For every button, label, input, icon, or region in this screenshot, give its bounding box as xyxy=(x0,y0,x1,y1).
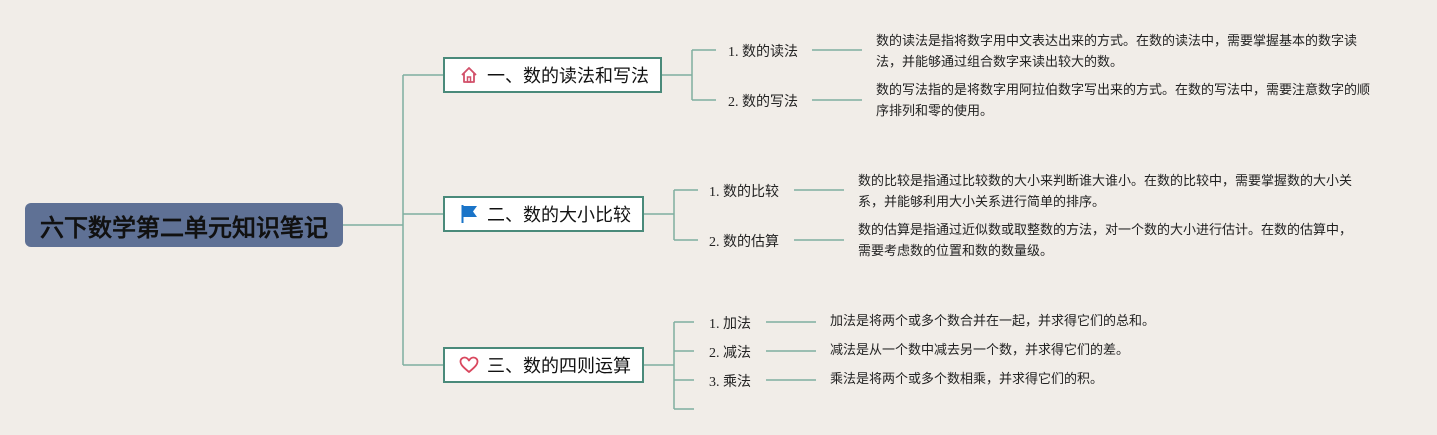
flag-icon xyxy=(459,204,483,224)
desc-multiplication: 乘法是将两个或多个数相乘，并求得它们的积。 xyxy=(830,372,1104,387)
desc-reading: 数的读法是指将数字用中文表达出来的方式。在数的读法中，需要掌握基本的数字读法，并… xyxy=(876,34,1358,70)
subtopic-writing[interactable]: 2. 数的写法 xyxy=(728,95,798,110)
subtopic-compare[interactable]: 1. 数的比较 xyxy=(709,185,779,200)
subtopic-reading[interactable]: 1. 数的读法 xyxy=(728,45,798,60)
subtopic-multiplication[interactable]: 3. 乘法 xyxy=(709,375,751,390)
topic-reading-writing[interactable]: 一、数的读法和写法 xyxy=(443,57,662,93)
desc-estimate: 数的估算是指通过近似数或取整数的方法，对一个数的大小进行估计。在数的估算中，需要… xyxy=(858,223,1353,259)
desc-compare: 数的比较是指通过比较数的大小来判断谁大谁小。在数的比较中，需要掌握数的大小关系，… xyxy=(858,174,1353,210)
subtopic-subtraction[interactable]: 2. 减法 xyxy=(709,346,751,361)
home-icon xyxy=(459,65,483,85)
topic-label: 三、数的四则运算 xyxy=(487,356,631,377)
desc-subtraction: 减法是从一个数中减去另一个数，并求得它们的差。 xyxy=(830,343,1130,358)
topic-label: 一、数的读法和写法 xyxy=(487,66,649,87)
root-node[interactable]: 六下数学第二单元知识笔记 xyxy=(25,203,343,247)
desc-writing: 数的写法指的是将数字用阿拉伯数字写出来的方式。在数的写法中，需要注意数字的顺序排… xyxy=(876,83,1371,119)
heart-icon xyxy=(459,355,483,375)
topic-label: 二、数的大小比较 xyxy=(487,205,631,226)
desc-addition: 加法是将两个或多个数合并在一起，并求得它们的总和。 xyxy=(830,314,1156,329)
topic-comparison[interactable]: 二、数的大小比较 xyxy=(443,196,644,232)
subtopic-addition[interactable]: 1. 加法 xyxy=(709,317,751,332)
root-title: 六下数学第二单元知识笔记 xyxy=(40,213,328,242)
topic-arithmetic[interactable]: 三、数的四则运算 xyxy=(443,347,644,383)
subtopic-estimate[interactable]: 2. 数的估算 xyxy=(709,235,779,250)
